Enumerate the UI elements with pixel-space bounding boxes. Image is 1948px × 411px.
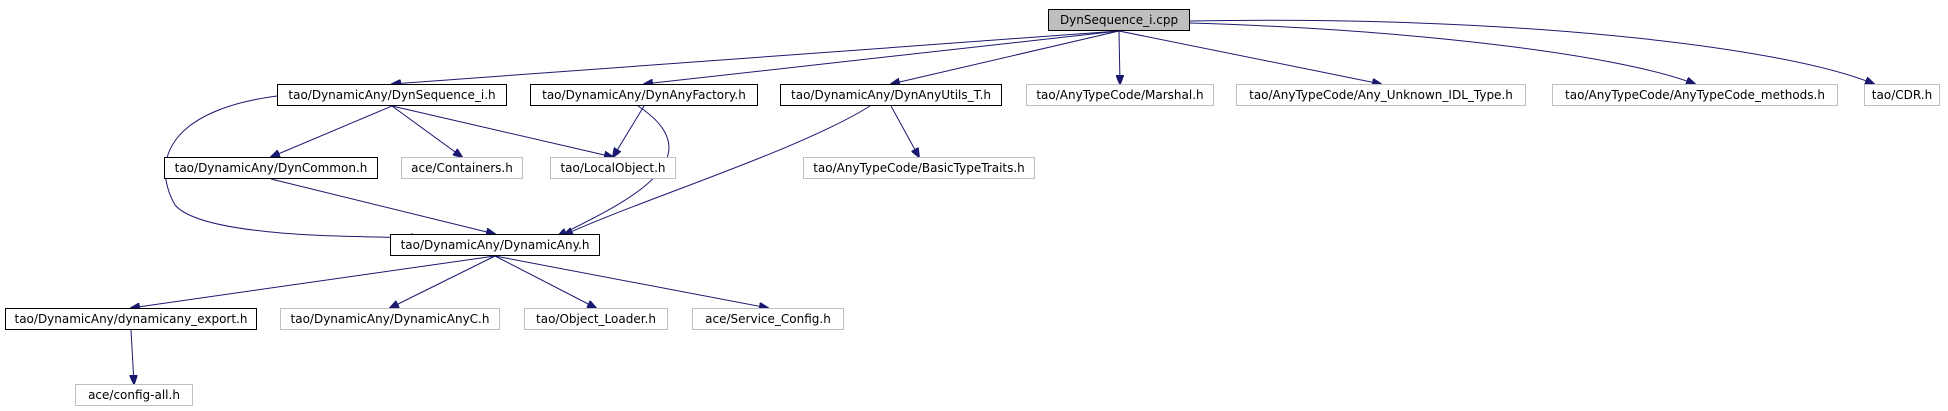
node-containers-h: ace/Containers.h: [401, 157, 523, 179]
edge-dyncommon-h-to-dynamicany-h: [270, 178, 495, 234]
node-dynamicanyc-h: tao/DynamicAny/DynamicAnyC.h: [280, 308, 500, 330]
node-service-config-h: ace/Service_Config.h: [692, 308, 844, 330]
edge-dynsequence-i-h-to-dynamicany-h: [164, 95, 420, 238]
edge-root-to-cdr-h: [1189, 19, 1874, 84]
edge-root-to-anytypecode-methods-h: [1189, 22, 1695, 84]
edge-root-to-any-unknown-idl-type-h: [1118, 30, 1381, 84]
node-cdr-h: tao/CDR.h: [1864, 84, 1940, 106]
node-dynsequence-i-h[interactable]: tao/DynamicAny/DynSequence_i.h: [277, 84, 507, 106]
edge-dynsequence-i-h-to-containers-h: [391, 105, 462, 157]
edge-dynamicany-h-to-dynamicany-export-h: [131, 255, 496, 308]
edge-dynamicany-h-to-object-loader-h: [494, 255, 596, 308]
edge-dynanyfactory-h-to-localobject-h: [613, 105, 645, 157]
edge-dynamicany-h-to-service-config-h: [494, 255, 768, 308]
node-anytypecode-methods-h: tao/AnyTypeCode/AnyTypeCode_methods.h: [1552, 84, 1838, 106]
edge-dynsequence-i-h-to-dyncommon-h: [271, 105, 393, 157]
edge-root-to-marshal-h: [1119, 30, 1120, 84]
edge-root-to-dynanyutils-t-h: [891, 30, 1120, 84]
node-config-all-h: ace/config-all.h: [75, 384, 193, 406]
node-dyncommon-h[interactable]: tao/DynamicAny/DynCommon.h: [164, 157, 378, 179]
edge-dynamicany-export-h-to-config-all-h: [131, 329, 134, 384]
node-object-loader-h: tao/Object_Loader.h: [524, 308, 668, 330]
node-dynanyfactory-h[interactable]: tao/DynamicAny/DynAnyFactory.h: [530, 84, 758, 106]
node-dynamicany-h[interactable]: tao/DynamicAny/DynamicAny.h: [390, 234, 600, 256]
node-marshal-h: tao/AnyTypeCode/Marshal.h: [1026, 84, 1214, 106]
node-dynamicany-export-h[interactable]: tao/DynamicAny/dynamicany_export.h: [5, 308, 257, 330]
node-basictypetraits-h: tao/AnyTypeCode/BasicTypeTraits.h: [803, 157, 1035, 179]
edge-dynanyutils-t-h-to-basictypetraits-h: [890, 105, 919, 157]
node-any-unknown-idl-type-h: tao/AnyTypeCode/Any_Unknown_IDL_Type.h: [1236, 84, 1526, 106]
node-dynanyutils-t-h[interactable]: tao/DynamicAny/DynAnyUtils_T.h: [780, 84, 1002, 106]
node-dynsequence-i-cpp: DynSequence_i.cpp: [1048, 9, 1190, 31]
edge-dynanyfactory-h-to-dynamicany-h: [558, 105, 670, 236]
node-localobject-h: tao/LocalObject.h: [550, 157, 676, 179]
edge-dynamicany-h-to-dynamicanyc-h: [390, 255, 496, 308]
edge-dynsequence-i-h-to-localobject-h: [391, 105, 613, 157]
edge-root-to-dynsequence-i-h: [392, 30, 1120, 84]
edge-root-to-dynanyfactory-h: [644, 30, 1120, 84]
edge-dynanyutils-t-h-to-dynamicany-h: [564, 105, 871, 235]
